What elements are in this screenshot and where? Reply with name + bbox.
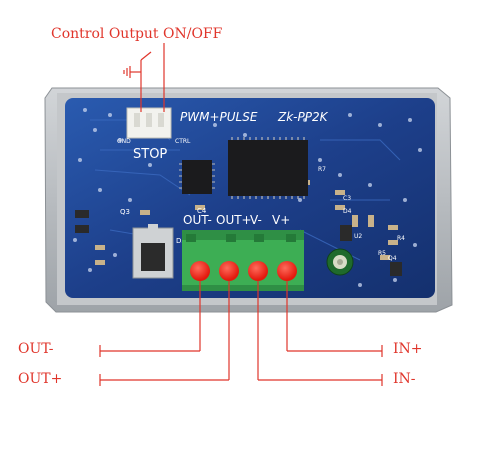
terminal-label-out-plus: OUT+ — [216, 213, 252, 227]
ref-q3: Q3 — [120, 208, 130, 216]
terminal-screw-3 — [248, 261, 268, 281]
ref-u2: U2 — [354, 233, 362, 240]
ref-r4: R4 — [397, 235, 405, 242]
terminal-label-v-plus: V+ — [272, 213, 290, 227]
label-out-plus: OUT+ — [18, 371, 63, 387]
ref-r5: R5 — [378, 250, 386, 257]
stop-connector — [126, 107, 172, 139]
stop-label: STOP — [133, 147, 167, 162]
ref-r7: R7 — [318, 166, 326, 173]
terminal-label-v-minus: V- — [250, 213, 262, 227]
mosfet-q3 — [132, 224, 174, 279]
ctrl-label: CTRL — [175, 138, 191, 145]
secondary-ic — [179, 160, 215, 194]
gnd-label: GND — [117, 138, 131, 145]
terminal-screw-1 — [190, 261, 210, 281]
ref-d4: D4 — [343, 208, 352, 215]
label-in-minus: IN- — [393, 371, 416, 387]
terminal-label-out-minus: OUT- — [183, 213, 212, 227]
control-output-title: Control Output ON/OFF — [51, 26, 223, 42]
ref-c3: C3 — [343, 195, 351, 202]
label-in-plus: IN+ — [393, 341, 423, 357]
ref-d5: D5 — [176, 237, 186, 245]
mode-label: PWM+PULSE — [180, 110, 258, 124]
ref-c4: C4 — [197, 207, 207, 215]
label-out-minus: OUT- — [18, 341, 54, 357]
bottom-wiring — [99, 281, 383, 386]
terminal-screw-2 — [219, 261, 239, 281]
switch-symbol — [123, 43, 165, 112]
ref-q4: Q4 — [388, 255, 397, 262]
electrolytic-capacitor — [326, 248, 354, 276]
terminal-screw-4 — [277, 261, 297, 281]
model-label: Zk-PP2K — [277, 110, 329, 124]
main-ic — [228, 137, 308, 199]
